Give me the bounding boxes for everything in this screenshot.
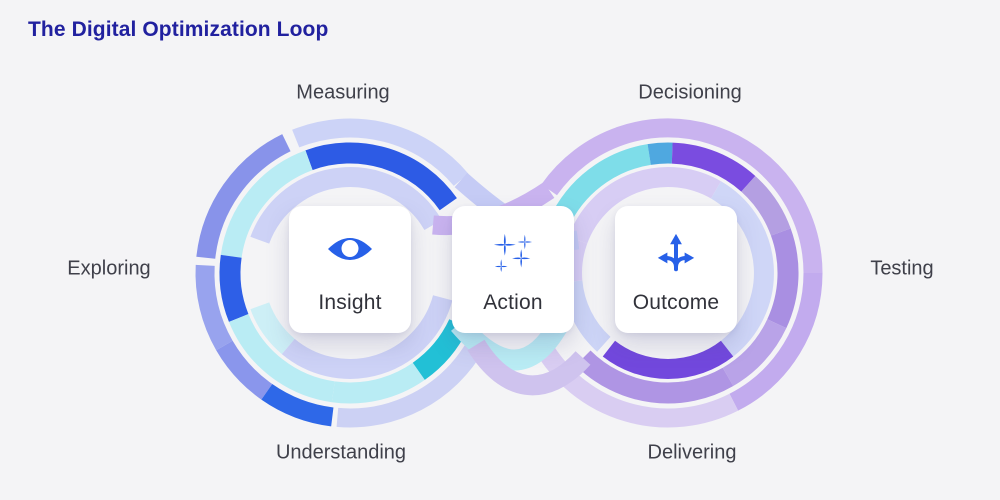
stage-label-measuring: Measuring [296, 81, 390, 104]
outcome-loop-arc-segment [722, 319, 787, 386]
page-title: The Digital Optimization Loop [28, 18, 329, 41]
insight-loop-arc-segment [281, 294, 453, 379]
outcome-loop-arc-segment [562, 280, 611, 352]
insight-loop-arc-segment [250, 302, 295, 355]
stage-label-exploring: Exploring [67, 257, 151, 280]
outcome-loop-arc-segment [767, 228, 799, 329]
lavender-cross-bottom [467, 339, 591, 396]
insight-loop-arc-segment [331, 362, 425, 404]
stage-label-decisioning: Decisioning [638, 81, 742, 104]
card-label: Action [483, 291, 543, 314]
outcome-loop-arc-segment [671, 142, 756, 192]
cyan-cross-bottom [451, 317, 569, 371]
insight-loop-arc-segment [195, 264, 233, 351]
stage-label-testing: Testing [870, 257, 934, 280]
stage-label-understanding: Understanding [275, 441, 407, 464]
outcome-loop-arc-segment [575, 350, 734, 404]
outcome-loop-arc-segment [541, 118, 823, 274]
outcome-loop-arc-segment [729, 272, 823, 411]
insight-loop-arc-segment [336, 340, 484, 428]
outcome-loop-arc-segment [602, 340, 734, 379]
outcome-loop-arc-segment [741, 175, 791, 236]
sparkles-icon [493, 233, 533, 272]
insight-loop-arc-segment [220, 150, 313, 259]
eye-icon [328, 238, 372, 260]
card-label: Insight [318, 291, 382, 314]
branch-arrows-icon [657, 233, 695, 272]
insight-loop-arc-segment [250, 167, 442, 244]
insight-loop-arc-segment [228, 313, 336, 403]
insight-loop-arc-segment [292, 118, 469, 187]
insight-loop-arc-segment [196, 134, 291, 259]
stage-label-delivering: Delivering [647, 441, 737, 464]
insight-card: Insight [289, 206, 411, 333]
insight-loop-arc-segment [219, 254, 249, 322]
insight-loop-arc-segment [261, 383, 334, 427]
action-card: Action [452, 206, 574, 333]
outcome-card: Outcome [615, 206, 737, 333]
insight-loop-arc-segment [305, 142, 457, 211]
card-label: Outcome [632, 291, 720, 314]
insight-loop-arc-segment [216, 340, 273, 400]
outcome-loop-arc-segment [647, 142, 673, 165]
outcome-loop-arc-segment [710, 181, 774, 357]
outcome-loop-arc-segment [568, 167, 721, 244]
